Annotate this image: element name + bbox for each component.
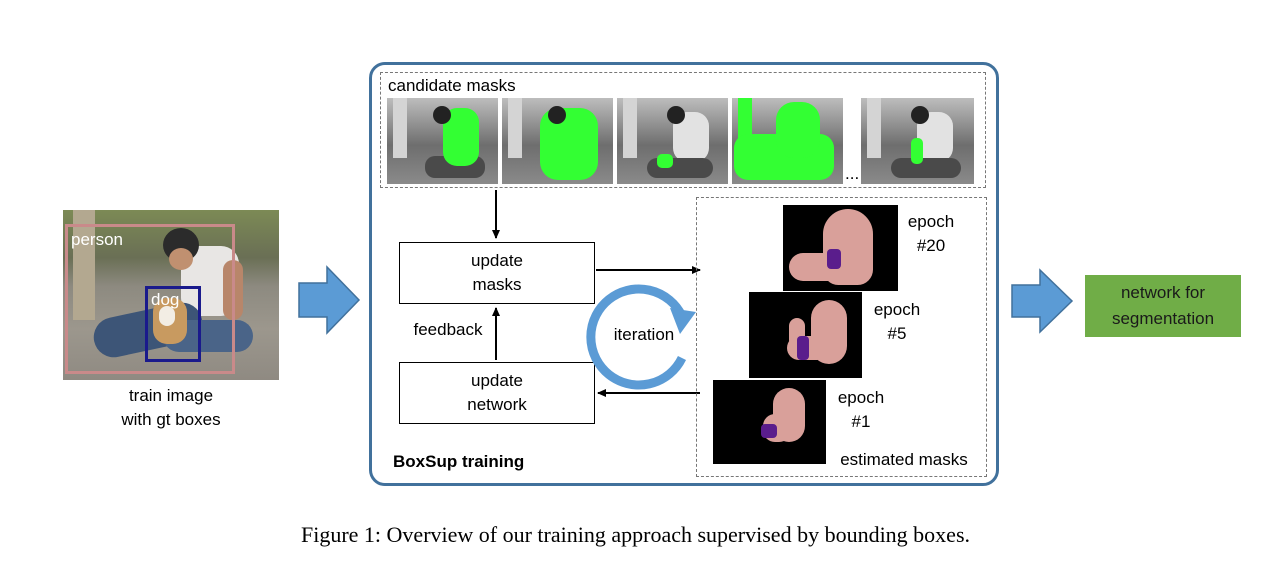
update-masks-line2: masks bbox=[472, 275, 522, 294]
train-image-caption-line1: train image bbox=[128, 386, 214, 405]
output-line2: segmentation bbox=[1111, 309, 1215, 328]
epoch-1-line1: epoch bbox=[837, 388, 885, 407]
update-network-line1: update bbox=[471, 371, 523, 390]
dog-box-label: dog bbox=[151, 290, 180, 309]
segmentation-network-box: network for segmentation bbox=[1085, 275, 1241, 337]
update-network-box: update network bbox=[399, 362, 595, 424]
candidate-mask-thumbnail bbox=[861, 98, 974, 184]
train-image-caption-line2: with gt boxes bbox=[121, 410, 221, 429]
epoch-5-line2: #5 bbox=[887, 324, 907, 343]
estimated-mask-epoch-5 bbox=[749, 292, 862, 378]
person-box-label: person bbox=[71, 230, 123, 249]
train-image: person dog bbox=[63, 210, 279, 380]
person-bounding-box bbox=[65, 224, 235, 374]
input-arrow-icon bbox=[298, 265, 361, 335]
candidate-mask-thumbnail bbox=[732, 98, 843, 184]
candidate-mask-thumbnail bbox=[387, 98, 498, 184]
iteration-cycle-icon bbox=[586, 284, 696, 390]
boxsup-training-panel bbox=[369, 62, 999, 486]
output-arrow-icon bbox=[1011, 268, 1074, 334]
epoch-20-line1: epoch bbox=[907, 212, 955, 231]
boxsup-training-title: BoxSup training bbox=[393, 452, 525, 471]
candidate-masks-label: candidate masks bbox=[388, 76, 516, 95]
candidate-mask-thumbnail bbox=[502, 98, 613, 184]
dog-bounding-box bbox=[145, 286, 201, 362]
epoch-5-line1: epoch bbox=[873, 300, 921, 319]
estimated-mask-epoch-20 bbox=[783, 205, 898, 291]
epoch-20-line2: #20 bbox=[916, 236, 946, 255]
update-masks-line1: update bbox=[471, 251, 523, 270]
figure-caption: Figure 1: Overview of our training appro… bbox=[300, 522, 971, 547]
update-network-line2: network bbox=[467, 395, 527, 414]
update-masks-box: update masks bbox=[399, 242, 595, 304]
candidate-masks-region bbox=[380, 72, 986, 188]
estimated-masks-region bbox=[696, 197, 987, 477]
feedback-label: feedback bbox=[413, 320, 483, 339]
epoch-1-line2: #1 bbox=[851, 412, 871, 431]
candidate-mask-thumbnail bbox=[617, 98, 728, 184]
output-line1: network for bbox=[1120, 283, 1206, 302]
candidate-ellipsis: ... bbox=[845, 164, 860, 183]
estimated-masks-label: estimated masks bbox=[840, 450, 968, 469]
iteration-label: iteration bbox=[613, 325, 675, 344]
estimated-mask-epoch-1 bbox=[713, 380, 826, 464]
